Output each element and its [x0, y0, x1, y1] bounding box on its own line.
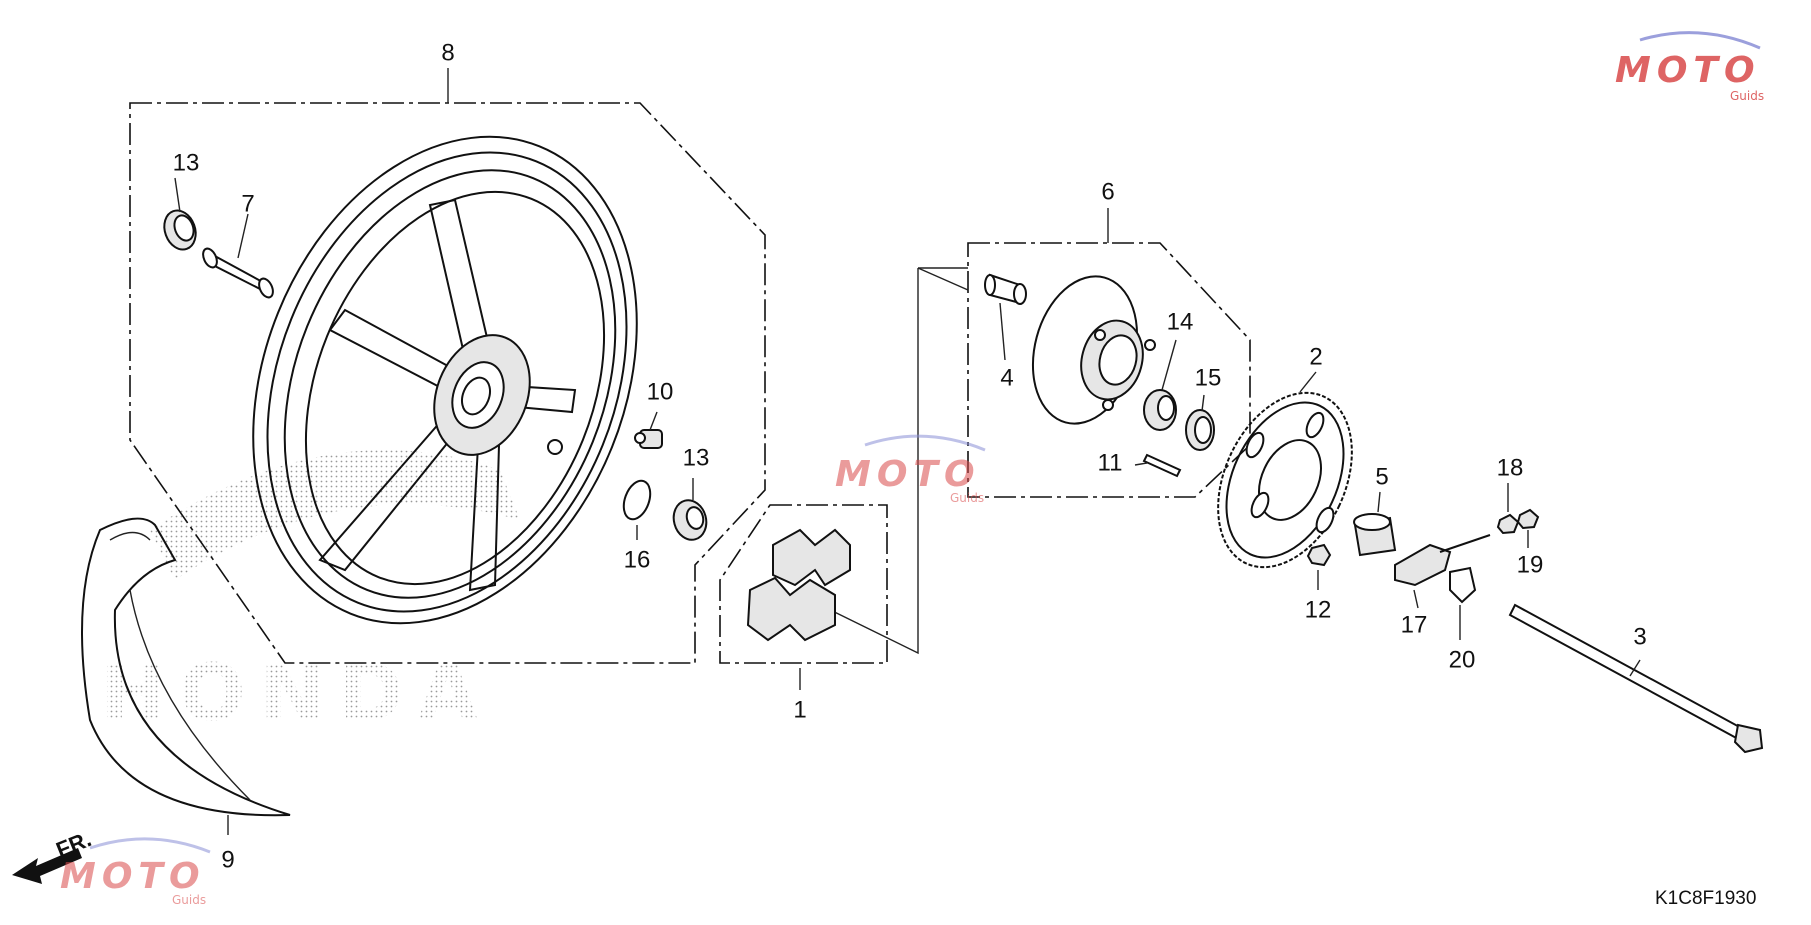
driven-sprocket-2	[1217, 391, 1353, 569]
o-ring-16	[622, 479, 652, 521]
label-1: 1	[793, 697, 806, 724]
rear-axle-3	[1508, 603, 1764, 754]
collar-7	[202, 247, 274, 299]
oil-seal-15	[1185, 409, 1215, 451]
nut-12	[1306, 543, 1332, 567]
label-20: 20	[1449, 647, 1476, 674]
diagram-code: K1C8F1930	[1655, 888, 1756, 909]
bearing-13-upper	[163, 209, 197, 251]
background-brand-text: HONDA	[100, 649, 492, 739]
stud-bolt-11	[1142, 453, 1182, 478]
label-18: 18	[1497, 455, 1524, 482]
hub-group-frame	[967, 242, 1251, 498]
svg-text:Guids: Guids	[950, 491, 984, 505]
label-2: 2	[1309, 344, 1322, 371]
label-5: 5	[1375, 464, 1388, 491]
label-11: 11	[1098, 450, 1123, 477]
bearing-13-lower	[672, 499, 708, 541]
label-3: 3	[1633, 624, 1646, 651]
watermark-top-right: MOTO Guids	[1615, 31, 1764, 103]
svg-text:Guids: Guids	[172, 893, 206, 907]
label-6: 6	[1101, 179, 1114, 206]
svg-text:MOTO: MOTO	[835, 454, 981, 495]
label-19: 19	[1517, 552, 1544, 579]
wheel-assembly-group-frame	[129, 102, 766, 664]
nut-18	[1496, 513, 1520, 535]
damper-group-frame	[719, 504, 888, 664]
rim-band-9	[81, 517, 291, 817]
side-collar-5	[1353, 513, 1397, 557]
label-13-lower: 13	[683, 445, 710, 472]
chain-adjuster-17	[1394, 534, 1491, 587]
watermark-center: MOTO Guids	[835, 434, 986, 505]
svg-text:MOTO: MOTO	[60, 856, 206, 897]
watermark-bottom-left: MOTO Guids	[60, 837, 211, 907]
label-12: 12	[1305, 597, 1332, 624]
label-10: 10	[647, 379, 674, 406]
label-4: 4	[1000, 365, 1013, 392]
background-dotted-swoosh	[150, 450, 520, 580]
label-14: 14	[1167, 309, 1194, 336]
part-labels: 8 13 7 10 13 16 9 1 6 4 14 15 11 2 12 5 …	[173, 40, 1647, 874]
watermark-subtext: Guids	[1730, 89, 1764, 103]
label-17: 17	[1401, 612, 1428, 639]
nut-19	[1516, 508, 1540, 530]
svg-text:MOTO: MOTO	[1615, 50, 1761, 91]
collar-4	[984, 273, 1027, 305]
label-13-upper: 13	[173, 150, 200, 177]
label-16: 16	[624, 547, 651, 574]
adjuster-plate-20	[1449, 566, 1477, 604]
label-8: 8	[441, 40, 454, 67]
label-7: 7	[241, 191, 254, 218]
label-9: 9	[221, 847, 234, 874]
rear-wheel-rim	[252, 135, 638, 625]
bearing-14	[1143, 389, 1177, 431]
leader-lines	[174, 177, 1641, 835]
final-driven-flange-6	[1031, 275, 1156, 425]
valve-10	[634, 429, 663, 449]
damper-rubber-1	[746, 528, 851, 642]
label-15: 15	[1195, 365, 1222, 392]
